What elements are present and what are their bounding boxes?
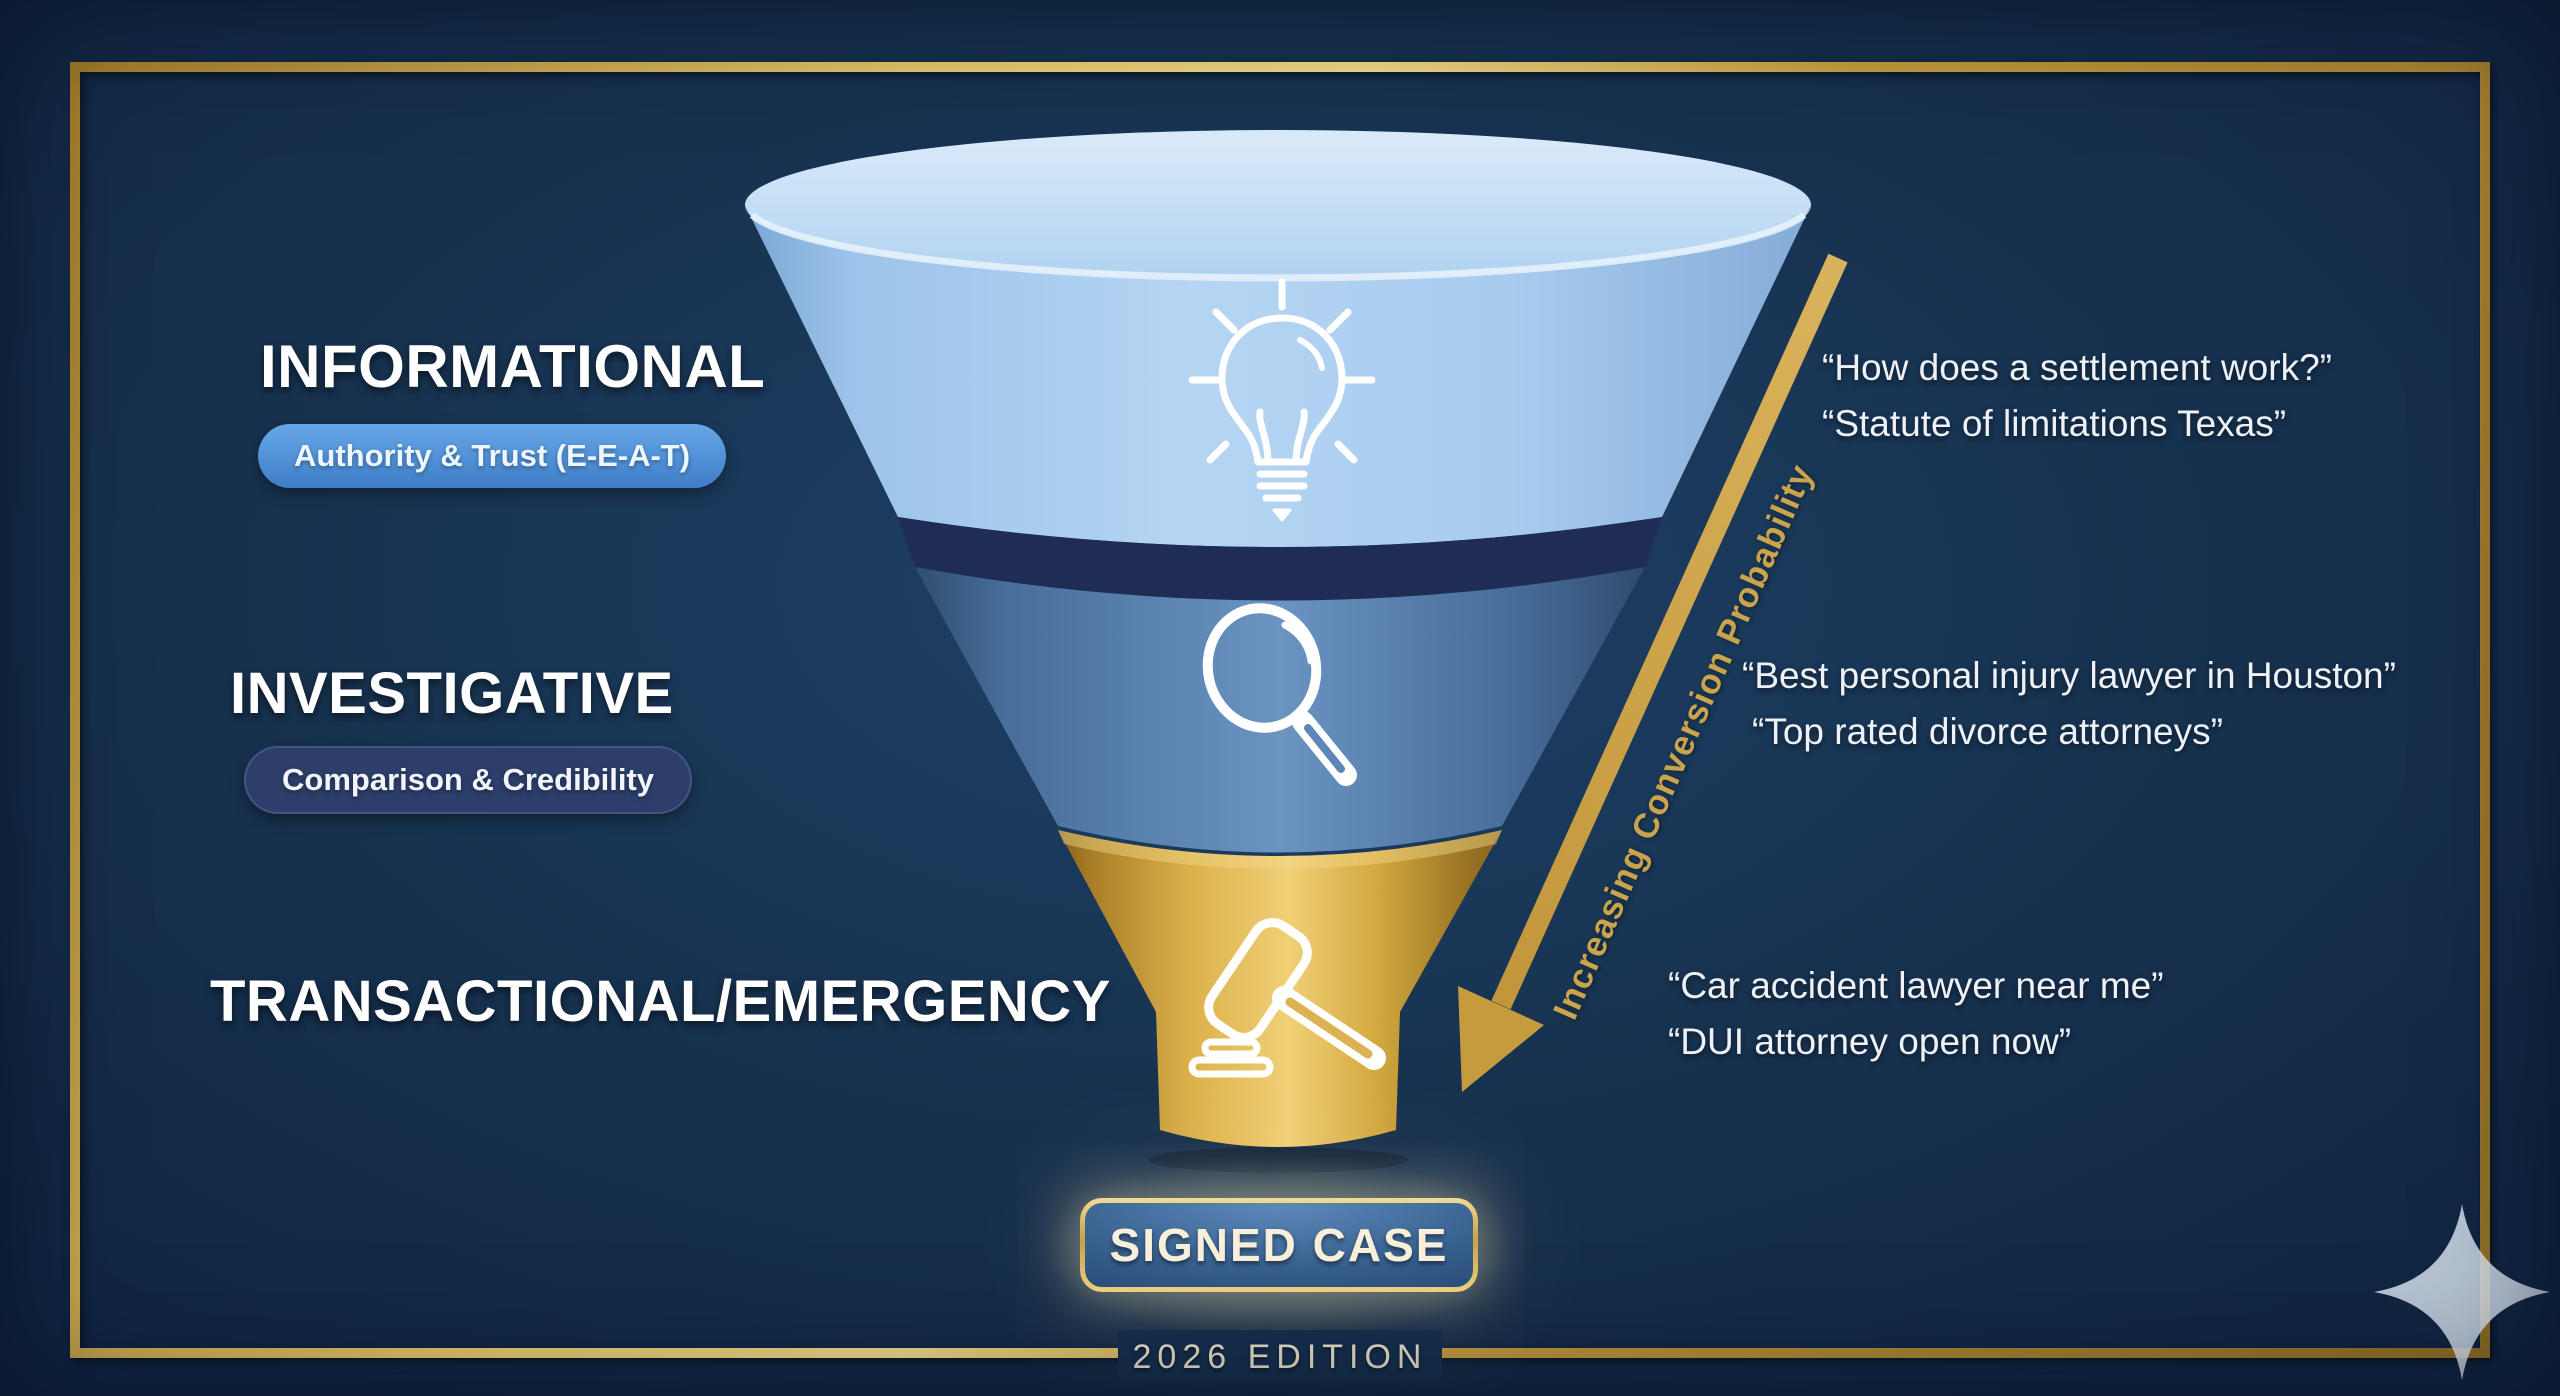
lightbulb-icon <box>1188 278 1376 522</box>
stage-badge-informational: Authority & Trust (E-E-A-T) <box>258 424 727 488</box>
edition-label: 2026 EDITION <box>1132 1337 1428 1376</box>
funnel-stem-shadow <box>1148 1147 1408 1173</box>
magnifier-icon <box>1202 603 1357 786</box>
stage-label-investigative: INVESTIGATIVE <box>230 661 674 726</box>
funnel-rim-highlight <box>749 212 1807 282</box>
gavel-icon <box>1188 918 1386 1078</box>
queries-transactional: “Car accident lawyer near me” “DUI attor… <box>1668 958 2164 1070</box>
query-line: “How does a settlement work?” <box>1822 347 2332 388</box>
funnel-segment-informational <box>745 205 1811 547</box>
funnel-gold-rim-highlight <box>1058 830 1502 869</box>
funnel-segment2-inner-rim <box>898 517 1662 601</box>
arrowhead-icon <box>1458 986 1544 1092</box>
stage-label-informational: INFORMATIONAL <box>260 333 766 400</box>
edition-footer: 2026 EDITION <box>1118 1330 1442 1384</box>
query-line: “Car accident lawyer near me” <box>1668 965 2164 1006</box>
queries-informational: “How does a settlement work?” “Statute o… <box>1822 340 2332 452</box>
funnel-segment-investigative <box>915 567 1645 853</box>
signed-case-label: SIGNED CASE <box>1085 1203 1473 1287</box>
stage-label-transactional: TRANSACTIONAL/EMERGENCY <box>210 969 1111 1034</box>
query-line: “Statute of limitations Texas” <box>1822 403 2287 444</box>
query-line: “DUI attorney open now” <box>1668 1021 2072 1062</box>
funnel-top-surface <box>745 130 1811 280</box>
conversion-arrow <box>1458 253 1848 1092</box>
query-line: “Top rated divorce attorneys” <box>1752 711 2223 752</box>
queries-investigative: “Best personal injury lawyer in Houston”… <box>1742 648 2396 760</box>
signed-case-button: SIGNED CASE <box>1080 1198 1478 1292</box>
query-line: “Best personal injury lawyer in Houston” <box>1742 655 2396 696</box>
sparkle-icon <box>2374 1204 2550 1380</box>
stage-badge-investigative: Comparison & Credibility <box>244 746 693 814</box>
